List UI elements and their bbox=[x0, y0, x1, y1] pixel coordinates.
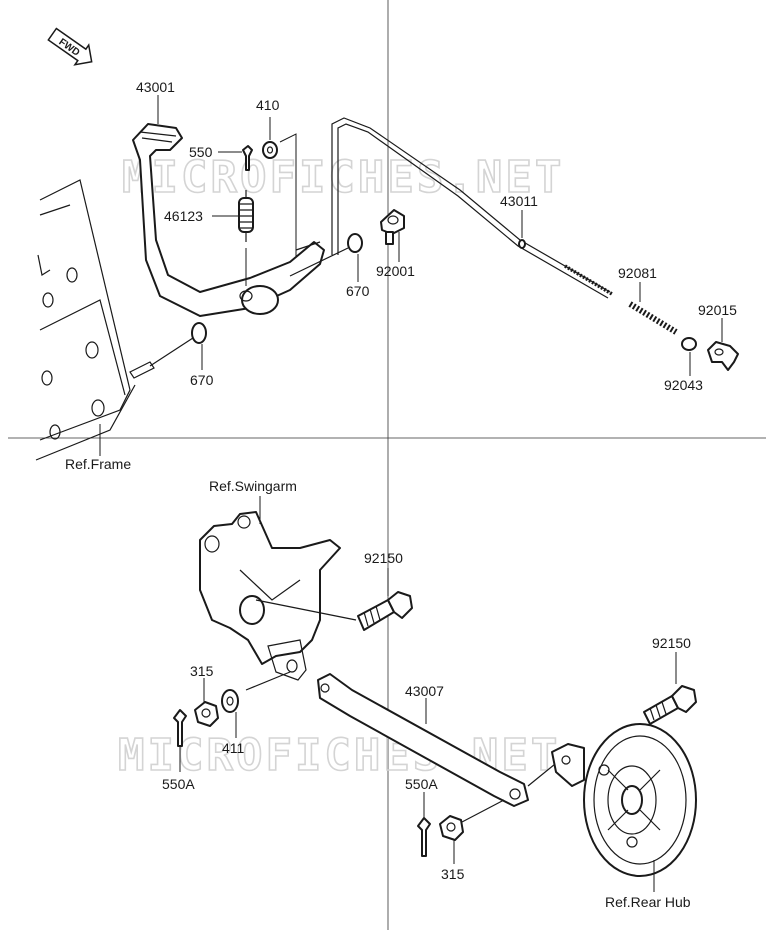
link-line-nut bbox=[461, 799, 505, 823]
oring-670-lower bbox=[191, 322, 207, 344]
label-46123: 46123 bbox=[164, 208, 203, 224]
rear-hub-brake-panel bbox=[551, 723, 697, 877]
label-ref-rear-hub: Ref.Rear Hub bbox=[605, 894, 691, 910]
label-ref-swingarm: Ref.Swingarm bbox=[209, 478, 297, 494]
brake-rod-43011 bbox=[331, 117, 613, 299]
label-670-lower: 670 bbox=[190, 372, 214, 388]
label-411: 411 bbox=[222, 740, 245, 756]
wing-nut-92015 bbox=[707, 341, 739, 371]
frame-sketch bbox=[35, 179, 155, 461]
collar-92043 bbox=[681, 337, 697, 351]
label-670-upper: 670 bbox=[346, 283, 370, 299]
label-550a-right: 550A bbox=[405, 776, 438, 792]
nut-315-left bbox=[194, 701, 219, 727]
label-92150-lower: 92150 bbox=[652, 635, 691, 651]
spring-92081 bbox=[628, 301, 678, 335]
label-550: 550 bbox=[189, 144, 213, 160]
return-spring-46123 bbox=[238, 190, 254, 242]
nut-315-right bbox=[439, 815, 464, 841]
label-92043: 92043 bbox=[664, 377, 703, 393]
bolt-92150-upper bbox=[357, 591, 413, 631]
label-92015: 92015 bbox=[698, 302, 737, 318]
washer-410 bbox=[262, 141, 278, 159]
cotter-pin-550a-right bbox=[417, 817, 431, 857]
label-92081: 92081 bbox=[618, 265, 657, 281]
watermark-top: MICROFICHES.NET bbox=[122, 152, 564, 203]
pin-92001 bbox=[380, 209, 405, 245]
torque-link-43007 bbox=[317, 673, 529, 807]
cotter-pin-550a-left bbox=[173, 709, 187, 747]
cotter-pin-550 bbox=[242, 145, 253, 171]
pivot-line bbox=[149, 335, 197, 367]
label-410: 410 bbox=[256, 97, 280, 113]
forward-arrow-icon: FWD bbox=[47, 27, 93, 66]
brake-pedal bbox=[132, 123, 325, 317]
washer-411 bbox=[221, 689, 239, 713]
label-43001: 43001 bbox=[136, 79, 175, 95]
oring-670-upper bbox=[347, 233, 363, 253]
lead-410-assembly bbox=[279, 133, 297, 258]
label-ref-frame: Ref.Frame bbox=[65, 456, 131, 472]
label-315-left: 315 bbox=[190, 663, 214, 679]
label-315-right: 315 bbox=[441, 866, 465, 882]
bolt-92150-lower bbox=[643, 685, 697, 725]
link-line-left bbox=[245, 671, 291, 691]
label-550a-left: 550A bbox=[162, 776, 195, 792]
label-92150-upper: 92150 bbox=[364, 550, 403, 566]
swingarm-sketch bbox=[199, 511, 357, 681]
label-43011: 43011 bbox=[500, 193, 538, 209]
label-92001: 92001 bbox=[376, 263, 415, 279]
label-43007: 43007 bbox=[405, 683, 444, 699]
